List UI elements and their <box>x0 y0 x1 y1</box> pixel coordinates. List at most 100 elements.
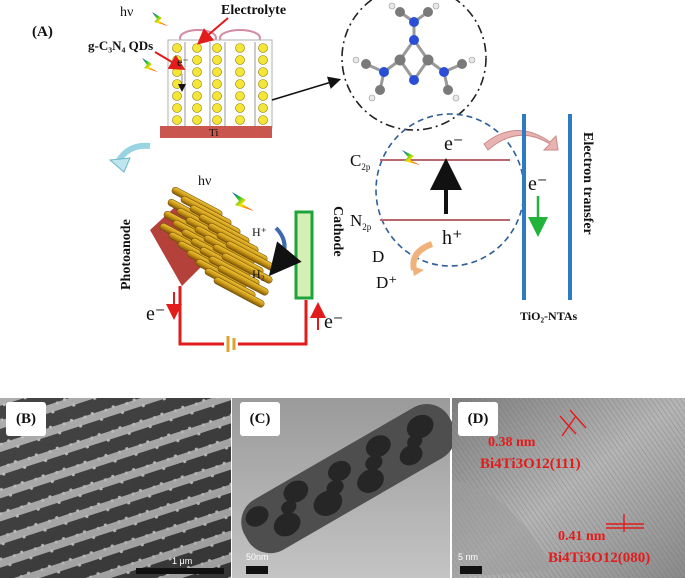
quantum-dot <box>172 103 182 113</box>
quantum-dot <box>192 91 202 101</box>
d-spacing-2: 0.41 nm <box>558 529 606 544</box>
scale-bar <box>246 566 268 574</box>
scale-bar <box>460 566 482 574</box>
quantum-dot <box>212 115 222 125</box>
reduction-arrow <box>268 226 302 277</box>
nanorod <box>213 276 265 308</box>
quantum-dot <box>212 79 222 89</box>
donor-oxidized-label: D⁺ <box>376 273 397 292</box>
lightning-icon <box>232 192 254 211</box>
hv-mid-label: hν <box>198 174 211 189</box>
quantum-dot <box>258 91 268 101</box>
nanoparticle-grain <box>365 455 383 471</box>
quantum-dot <box>212 55 222 65</box>
nanoparticle-grain <box>281 500 297 515</box>
nanoparticle-grain <box>328 460 351 482</box>
transfer-arrow <box>483 130 559 151</box>
e-transfer-label: e⁻ <box>528 173 547 195</box>
panel-d-label: (D) <box>458 402 498 436</box>
quantum-dot <box>258 43 268 53</box>
panel-c-label: (C) <box>240 402 280 436</box>
d-spacing-1: 0.38 nm <box>488 435 536 450</box>
tio2-label: TiO₂-NTAs <box>520 309 577 323</box>
quantum-dot <box>192 103 202 113</box>
e-right-label: e⁻ <box>324 311 343 333</box>
nanoparticle-grain <box>273 512 301 537</box>
quantum-dot <box>192 55 202 65</box>
c2p-label: C2p <box>350 151 371 172</box>
quantum-dot <box>258 115 268 125</box>
cathode-label: Cathode <box>330 206 345 257</box>
scale-bar <box>136 568 224 574</box>
quantum-dot <box>235 67 245 77</box>
donor-label: D <box>372 247 384 266</box>
external-circuit <box>166 286 326 352</box>
quantum-dot <box>258 103 268 113</box>
quantum-dot <box>235 55 245 65</box>
lightning-icon <box>402 150 420 165</box>
h-plus-label: H⁺ <box>252 225 267 239</box>
nanoparticle-grain <box>406 414 434 439</box>
nanoparticle-grain <box>245 506 269 527</box>
quantum-dot <box>172 43 182 53</box>
scale-label-c: 50nm <box>246 552 269 562</box>
qds-label: g-C₃N₄ QDs <box>88 38 153 53</box>
photoanode-rods <box>150 186 277 308</box>
quantum-dot <box>235 43 245 53</box>
nanoparticle-grain <box>407 434 423 449</box>
quantum-dot <box>235 103 245 113</box>
ti-label: Ti <box>209 127 218 139</box>
nanotube-array: Ti <box>160 29 273 139</box>
quantum-dot <box>235 79 245 89</box>
quantum-dot <box>212 91 222 101</box>
nanoparticle-grain <box>399 444 423 466</box>
quantum-dot <box>258 55 268 65</box>
nanorod <box>217 264 269 296</box>
quantum-dot <box>235 115 245 125</box>
n2p-label: N2p <box>350 211 372 232</box>
scale-label-d: 5 nm <box>458 552 479 562</box>
quantum-dot <box>258 67 268 77</box>
cathode-electrode <box>294 210 314 300</box>
nanoparticle-grain <box>313 490 343 516</box>
nanoparticle-grain <box>283 480 309 503</box>
nanoparticle-grain <box>326 479 344 496</box>
electrolyte-label: Electrolyte <box>221 3 286 18</box>
quantum-dot <box>258 79 268 89</box>
phase-2: Bi4Ti3O12(080) <box>548 550 650 566</box>
panel-a: (A) Ti hν Electrolyte g-C₃N₄ QDs e⁻ <box>32 0 595 352</box>
quantum-dot <box>212 67 222 77</box>
nanoparticle-grain <box>365 435 391 458</box>
lightning-icon <box>152 12 168 26</box>
e-top-label: e⁻ <box>177 55 189 69</box>
quantum-dot <box>192 115 202 125</box>
g-c3n4-molecule <box>341 0 487 131</box>
panel-b-sem-image <box>0 398 231 578</box>
h2-label: H₂ <box>252 267 265 281</box>
electron-transfer-label: Electron transfer <box>580 132 595 235</box>
phase-1: Bi4Ti3O12(111) <box>480 456 581 472</box>
quantum-dot <box>212 43 222 53</box>
panel-b-label: (B) <box>6 402 46 436</box>
nanoparticle-grain <box>357 468 384 493</box>
hv-top-label: hν <box>120 5 133 20</box>
quantum-dot <box>192 79 202 89</box>
photoanode-label: Photoanode <box>119 219 134 290</box>
quantum-dot <box>172 91 182 101</box>
lattice-marker-1 <box>559 409 587 437</box>
nanorod <box>221 252 273 284</box>
panel-a-label: (A) <box>32 24 53 40</box>
scale-label-b: 1 μm <box>172 556 193 566</box>
h-vb-label: h⁺ <box>442 227 463 249</box>
panel-c-tem-image <box>232 398 456 578</box>
e-cb-label: e⁻ <box>444 133 463 155</box>
quantum-dot <box>192 67 202 77</box>
lattice-marker-2 <box>606 514 644 532</box>
quantum-dot <box>172 79 182 89</box>
e-left-label: e⁻ <box>146 303 165 325</box>
quantum-dot <box>212 103 222 113</box>
quantum-dot <box>192 43 202 53</box>
band-diagram <box>375 113 572 300</box>
quantum-dot <box>235 91 245 101</box>
